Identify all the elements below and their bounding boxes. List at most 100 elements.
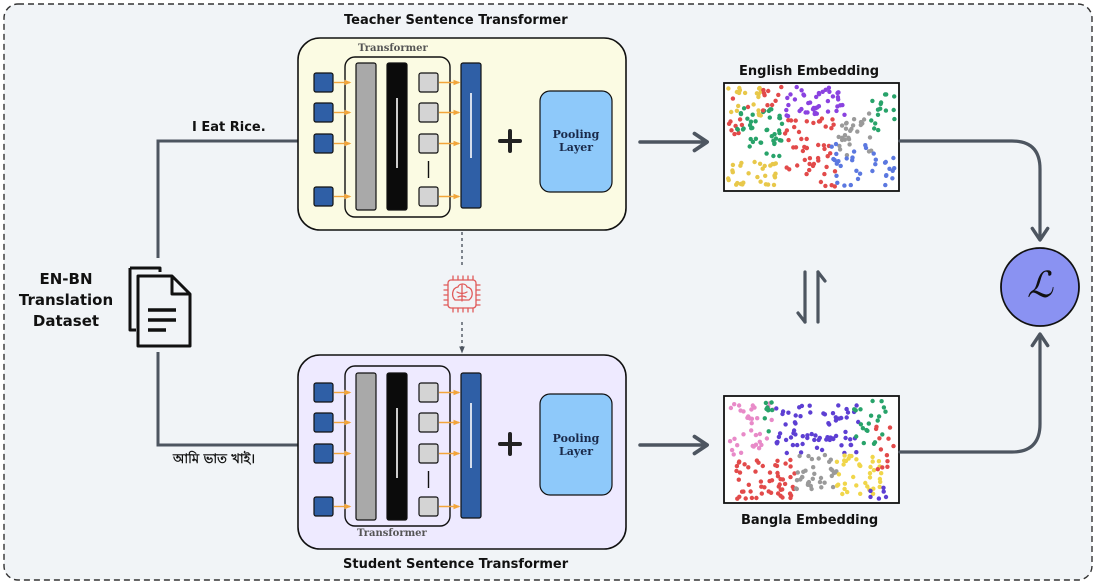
embedding-point [854, 168, 859, 173]
embedding-point [876, 459, 882, 464]
embedding-point [788, 92, 793, 97]
embedding-point [799, 88, 804, 93]
embedding-point [827, 422, 832, 427]
english-sentence: I Eat Rice. [192, 120, 266, 135]
embedding-point [794, 84, 799, 90]
embedding-point [783, 422, 788, 427]
embedding-point [879, 471, 884, 476]
embedding-point [871, 151, 876, 156]
embedding-point [773, 98, 778, 104]
embedding-point [878, 447, 884, 452]
student-pooling-layer[interactable] [539, 393, 613, 496]
embedding-layer [355, 372, 377, 521]
embedding-point [736, 403, 742, 408]
teacher-transformer-label: Transformer [358, 43, 428, 54]
embedding-point [846, 137, 852, 142]
english-embedding-title: English Embedding [739, 64, 880, 79]
embedding-point [845, 410, 851, 415]
embedding-point [842, 133, 848, 138]
embedding-point [735, 180, 740, 186]
embedding-point [814, 445, 820, 450]
embedding-point [785, 95, 790, 101]
embedding-point [736, 477, 741, 482]
embedding-point [756, 94, 761, 100]
embedding-point [764, 436, 770, 441]
embedding-point [804, 136, 809, 142]
embedding-point [885, 464, 890, 469]
embedding-point [837, 416, 842, 421]
embedding-point [779, 121, 785, 127]
embedding-point [792, 420, 798, 425]
embedding-point [771, 138, 776, 143]
embedding-point [767, 478, 772, 484]
teacher-plus-sign [498, 129, 522, 153]
embedding-point [891, 443, 896, 449]
embedding-point [797, 453, 802, 459]
embedding-point [828, 457, 833, 462]
input-token [313, 496, 334, 517]
embedding-point [794, 478, 800, 483]
embedding-point [803, 468, 808, 473]
teacher-pooling-layer[interactable] [539, 90, 613, 193]
embedding-point [822, 146, 827, 152]
embedding-point [772, 132, 777, 137]
embedding-point [759, 491, 764, 496]
embedding-point [861, 117, 867, 122]
embedding-point [850, 158, 855, 163]
embedding-point [753, 432, 759, 438]
embedding-point [748, 489, 753, 494]
embedding-point [881, 485, 886, 490]
embedding-point [765, 103, 770, 108]
embedding-point [793, 486, 799, 491]
embedding-point [758, 179, 763, 184]
embedding-point [881, 405, 887, 410]
embedding-point [818, 179, 824, 185]
embedding-point [871, 441, 877, 446]
embedding-point [735, 127, 740, 132]
document-icon [128, 266, 192, 348]
embedding-point [819, 485, 824, 490]
embedding-point [892, 116, 897, 122]
embedding-point [890, 176, 895, 181]
embedding-point [858, 119, 864, 125]
embedding-point [786, 102, 791, 108]
embedding-point [883, 173, 889, 178]
embedding-point [749, 421, 754, 426]
embedding-point [845, 489, 850, 495]
teacher-transformer-internals [313, 62, 482, 211]
embedding-point [796, 129, 802, 135]
embedding-point [739, 489, 745, 494]
embedding-point [828, 151, 833, 156]
embedding-point [734, 468, 739, 474]
embedding-point [747, 144, 752, 149]
embedding-point [865, 484, 870, 489]
embedding-point [727, 439, 733, 444]
embedding-point [750, 112, 755, 117]
hidden-state [418, 412, 439, 433]
embedding-point [791, 431, 796, 436]
embedding-point [769, 407, 775, 413]
embedding-point [739, 122, 745, 128]
embedding-point [873, 121, 878, 126]
embedding-point [854, 450, 859, 455]
embedding-point [854, 403, 859, 408]
embedding-point [816, 90, 822, 96]
embedding-point [763, 173, 768, 178]
embedding-point [865, 428, 870, 433]
embedding-point [870, 491, 876, 496]
embedding-point [728, 405, 734, 411]
embedding-point [836, 472, 842, 477]
embedding-point [851, 149, 857, 154]
embedding-point [873, 157, 878, 162]
embedding-point [883, 409, 888, 414]
embedding-point [870, 398, 875, 404]
embedding-point [797, 108, 802, 114]
embedding-point [809, 431, 814, 437]
embedding-point [737, 117, 743, 122]
embedding-point [836, 97, 841, 102]
embedding-point [784, 450, 789, 456]
embedding-point [883, 494, 889, 500]
embedding-point [775, 474, 781, 479]
